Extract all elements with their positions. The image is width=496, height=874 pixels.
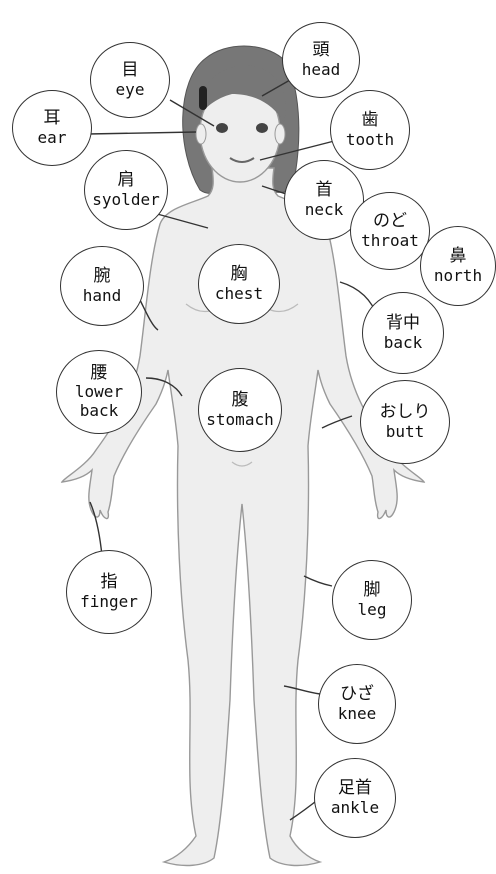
label-leg-en: leg <box>358 601 387 619</box>
label-head-en: head <box>302 61 341 79</box>
label-nose-jp: 鼻 <box>450 247 467 267</box>
hairpin-shape <box>199 86 207 110</box>
label-head-jp: 頭 <box>313 41 330 61</box>
label-throat-jp: のど <box>373 212 407 232</box>
label-tooth-jp: 歯 <box>362 111 379 131</box>
label-back-en: back <box>384 334 423 352</box>
label-knee: ひざ knee <box>318 664 396 744</box>
label-chest-jp: 胸 <box>231 265 248 285</box>
label-throat: のど throat <box>350 192 430 270</box>
label-stomach-en: stomach <box>206 411 273 429</box>
label-eye: 目 eye <box>90 42 170 118</box>
label-eye-jp: 目 <box>122 61 139 81</box>
label-shoulder-en: syolder <box>92 191 159 209</box>
label-chest: 胸 chest <box>198 244 280 324</box>
label-shoulder: 肩 syolder <box>84 150 168 230</box>
label-chest-en: chest <box>215 285 263 303</box>
label-butt: おしり butt <box>360 380 450 464</box>
label-arm-jp: 腕 <box>94 267 111 287</box>
label-tooth: 歯 tooth <box>330 90 410 170</box>
label-neck-jp: 首 <box>316 181 333 201</box>
label-nose: 鼻 north <box>420 226 496 306</box>
label-finger-en: finger <box>80 593 138 611</box>
label-knee-jp: ひざ <box>340 685 374 705</box>
label-stomach: 腹 stomach <box>198 368 282 452</box>
label-eye-en: eye <box>116 81 145 99</box>
label-lowerback-en: lower <box>75 383 123 401</box>
label-ankle-en: ankle <box>331 799 379 817</box>
label-lowerback: 腰 lower back <box>56 350 142 434</box>
label-butt-jp: おしり <box>380 403 431 423</box>
label-nose-en: north <box>434 267 482 285</box>
label-shoulder-jp: 肩 <box>118 171 135 191</box>
label-back: 背中 back <box>362 292 444 374</box>
left-eye <box>216 123 228 133</box>
label-throat-en: throat <box>361 232 419 250</box>
label-butt-en: butt <box>386 423 425 441</box>
label-knee-en: knee <box>338 705 377 723</box>
label-stomach-jp: 腹 <box>232 391 249 411</box>
label-tooth-en: tooth <box>346 131 394 149</box>
label-arm: 腕 hand <box>60 246 144 326</box>
label-neck-en: neck <box>305 201 344 219</box>
label-lowerback-en2: back <box>80 402 119 420</box>
label-leg-jp: 脚 <box>364 581 381 601</box>
label-arm-en: hand <box>83 287 122 305</box>
label-finger-jp: 指 <box>101 573 118 593</box>
label-lowerback-jp: 腰 <box>91 364 108 384</box>
right-eye <box>256 123 268 133</box>
label-ear-en: ear <box>38 129 67 147</box>
left-ear <box>196 124 206 144</box>
label-ankle-jp: 足首 <box>338 779 372 799</box>
label-finger: 指 finger <box>66 550 152 634</box>
label-ear-jp: 耳 <box>44 109 61 129</box>
label-ear: 耳 ear <box>12 90 92 166</box>
pointer-ear <box>88 132 196 134</box>
pointer-leg <box>304 576 332 586</box>
right-ear <box>275 124 285 144</box>
label-head: 頭 head <box>282 22 360 98</box>
label-back-jp: 背中 <box>386 314 420 334</box>
label-leg: 脚 leg <box>332 560 412 640</box>
label-ankle: 足首 ankle <box>314 758 396 838</box>
